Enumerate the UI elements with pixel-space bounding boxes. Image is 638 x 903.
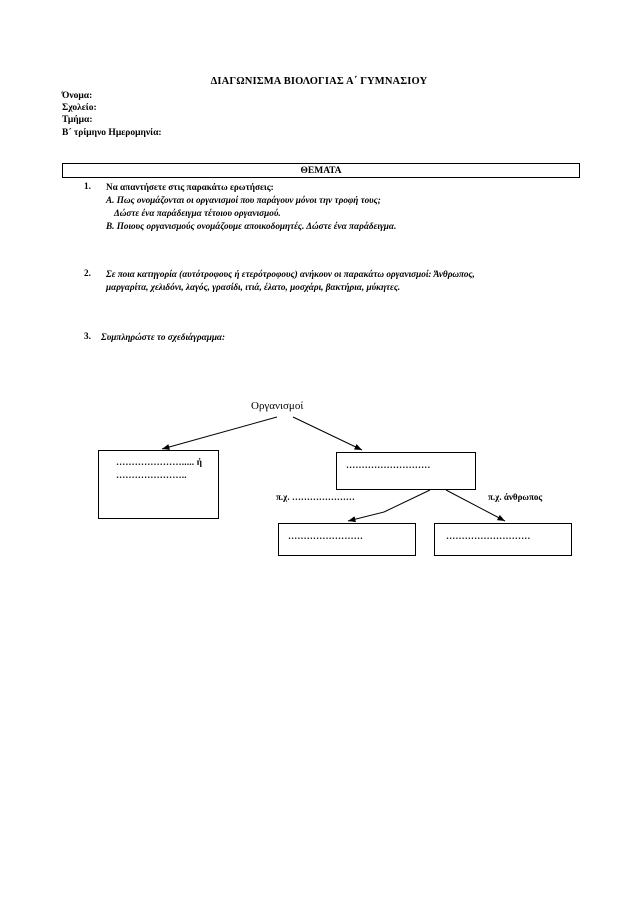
diagram-box-left[interactable] [98,450,219,519]
diagram-box-bottom-left-line: …………………… [288,531,364,541]
diagram-box-left-line-2: ………………….. [116,470,187,480]
page-title: ΔΙΑΓΩΝΙΣΜΑ ΒΙΟΛΟΓΙΑΣ Α΄ ΓΥΜΝΑΣΙΟΥ [210,76,428,87]
question-2-number: 2. [84,268,91,278]
diagram-box-bottom-right-line: ……………………… [446,531,531,541]
diagram-example-right: π.χ. άνθρωπος [488,492,543,502]
arrow-root-to-left [161,416,278,450]
arrow-root-to-top-right [292,416,363,451]
arrow-right-to-bottom-left-stem [383,489,431,513]
diagram-box-top-right-line: ……………………… [346,460,431,470]
field-class: Τμήμα: [62,115,93,126]
diagram-root-label: Οργανισμοί [251,400,304,412]
arrow-right-to-bottom-right [445,489,506,522]
section-banner-themata: ΘΕΜΑΤΑ [62,163,580,178]
student-identity-block: Όνομα: Σχολείο: Τμήμα: Β΄ τρίμηνο Ημερομ… [62,90,162,139]
diagram-box-left-line-1: …………………..... ή [116,457,203,467]
question-2-line-2: μαργαρίτα, χελιδόνι, λαγός, γρασίδι, ιτι… [106,282,401,292]
question-1-lead: Να απαντήσετε στις παρακάτω ερωτήσεις: [106,182,274,192]
question-2-line-1: Σε ποια κατηγορία (αυτότροφους ή ετερότρ… [106,269,475,279]
question-1-part-a-cont: Δώστε ένα παράδειγμα τέτοιου οργανισμού. [114,208,281,218]
field-school: Σχολείο: [62,103,97,114]
arrow-right-to-bottom-left [347,511,385,523]
field-name: Όνομα: [62,91,93,101]
question-1-number: 1. [84,181,91,191]
diagram-box-top-right[interactable] [336,452,476,490]
diagram-box-bottom-left[interactable] [278,523,416,556]
diagram-example-left: π.χ. ………………… [276,492,355,502]
question-3-line-1: Συμπληρώστε το σχεδιάγραμμα: [101,332,226,342]
question-1-part-a: Α. Πως ονομάζονται οι οργανισμοί που παρ… [106,195,381,205]
diagram-box-bottom-right[interactable] [434,523,572,556]
question-1-part-b: Β. Ποιους οργανισμούς ονομάζουμε αποικοδ… [106,221,397,231]
field-term-date: Β΄ τρίμηνο Ημερομηνία: [62,127,162,138]
question-3-number: 3. [84,331,91,341]
